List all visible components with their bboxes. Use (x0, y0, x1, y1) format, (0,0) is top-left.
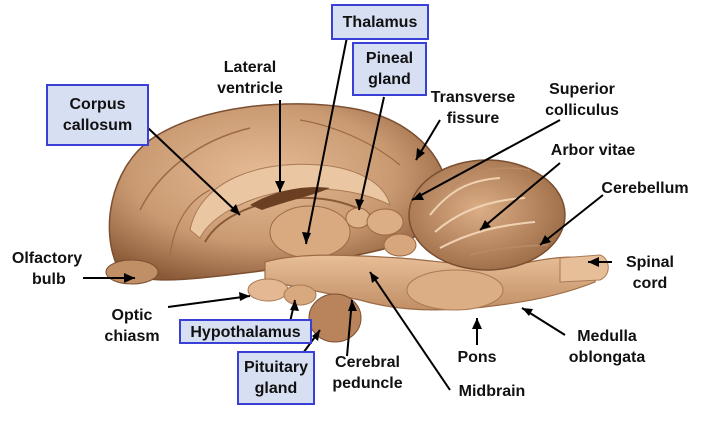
label-transverse-fissure: Transverse fissure (430, 89, 516, 127)
label-arbor-vitae: Arbor vitae (550, 142, 636, 159)
label-midbrain: Midbrain (458, 383, 526, 400)
optic-chiasm-shape (247, 278, 289, 302)
thalamus-shape (269, 205, 351, 259)
corpus-callosum-shape (189, 163, 391, 239)
pituitary-gland-shape (308, 293, 362, 343)
label-pons: Pons (457, 349, 497, 366)
spinal-cord-shape (559, 254, 609, 283)
label-thalamus: Thalamus (331, 4, 429, 40)
label-lateral-ventricle: Lateral ventricle (217, 59, 283, 97)
pineal-gland-shape (345, 207, 371, 229)
label-superior-colliculus: Superior colliculus (545, 81, 619, 119)
label-corpus-callosum: Corpus callosum (46, 84, 149, 146)
label-cerebellum: Cerebellum (601, 180, 689, 197)
label-medulla-oblongata: Medulla oblongata (568, 328, 646, 366)
label-cerebral-peduncle: Cerebral peduncle (332, 354, 403, 392)
label-spinal-cord: Spinal cord (625, 254, 674, 292)
cerebellum-shape (408, 159, 566, 271)
label-hypothalamus: Hypothalamus (179, 319, 312, 344)
leader-lines (83, 36, 612, 391)
pons-shape (406, 269, 504, 311)
label-pineal-gland: Pineal gland (352, 42, 427, 96)
lateral-ventricle-shape (250, 187, 330, 210)
superior-colliculus-shape (366, 208, 404, 236)
label-olfactory-bulb: Olfactory bulb (11, 250, 83, 288)
arrowheads (124, 148, 599, 341)
label-pituitary-gland: Pituitary gland (237, 351, 315, 405)
hypothalamus-shape (283, 284, 317, 306)
label-optic-chiasm: Optic chiasm (104, 307, 160, 345)
olfactory-bulb-shape (105, 259, 159, 285)
